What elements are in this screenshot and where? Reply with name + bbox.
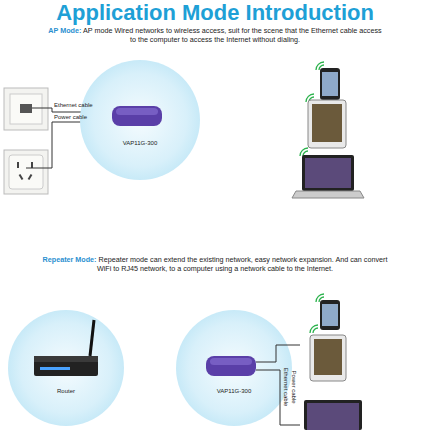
mode-description: AP Mode: AP mode Wired networks to wirel… xyxy=(48,26,382,44)
cable-label: Power cable xyxy=(291,370,297,403)
outlet-slot xyxy=(31,162,33,168)
phone-screen xyxy=(322,304,338,326)
laptop-screen xyxy=(305,158,351,188)
mode-description: Repeater Mode: Repeater mode can extend … xyxy=(40,255,390,273)
ethernet-port xyxy=(20,104,32,113)
tablet-screen xyxy=(314,339,342,375)
tablet xyxy=(308,100,346,148)
mode-heading: AP Mode: xyxy=(48,26,81,35)
phone xyxy=(320,68,340,100)
mode-circle: Router xyxy=(8,310,124,426)
mode-circle: VAP11G-300 xyxy=(80,60,200,180)
phone xyxy=(320,300,340,330)
laptop-screen xyxy=(307,403,359,430)
mode-heading: Repeater Mode: xyxy=(43,255,97,264)
device-label: VAP11G-300 xyxy=(217,388,251,394)
device-label: Router xyxy=(57,388,75,394)
wall-switch-plate xyxy=(4,88,48,130)
tablet xyxy=(310,335,346,381)
device-label: VAP11G-300 xyxy=(123,140,157,146)
outlet-slot xyxy=(28,174,33,180)
cable-label: Ethernet cable xyxy=(283,368,289,407)
mode-text: AP mode Wired networks to wireless acces… xyxy=(83,26,382,44)
title: Application Mode Introduction xyxy=(0,0,430,26)
mode-circle: VAP11G-300 xyxy=(176,310,292,426)
outlet-face xyxy=(9,155,43,189)
cable-label: Power cable xyxy=(54,114,87,120)
wifi-symbol xyxy=(300,62,324,156)
tablet-screen xyxy=(312,104,342,142)
outlet-slot xyxy=(19,174,24,180)
laptop xyxy=(304,400,362,430)
laptop xyxy=(302,155,354,191)
cable-label: Ethernet cable xyxy=(54,102,93,108)
laptop-base xyxy=(292,191,364,198)
switch-face xyxy=(10,94,42,124)
outlet-slot xyxy=(17,162,19,168)
power-outlet-plate xyxy=(4,150,48,194)
phone-screen xyxy=(322,72,338,96)
wifi-symbol xyxy=(310,294,324,333)
mode-text: Repeater mode can extend the existing ne… xyxy=(97,255,387,273)
